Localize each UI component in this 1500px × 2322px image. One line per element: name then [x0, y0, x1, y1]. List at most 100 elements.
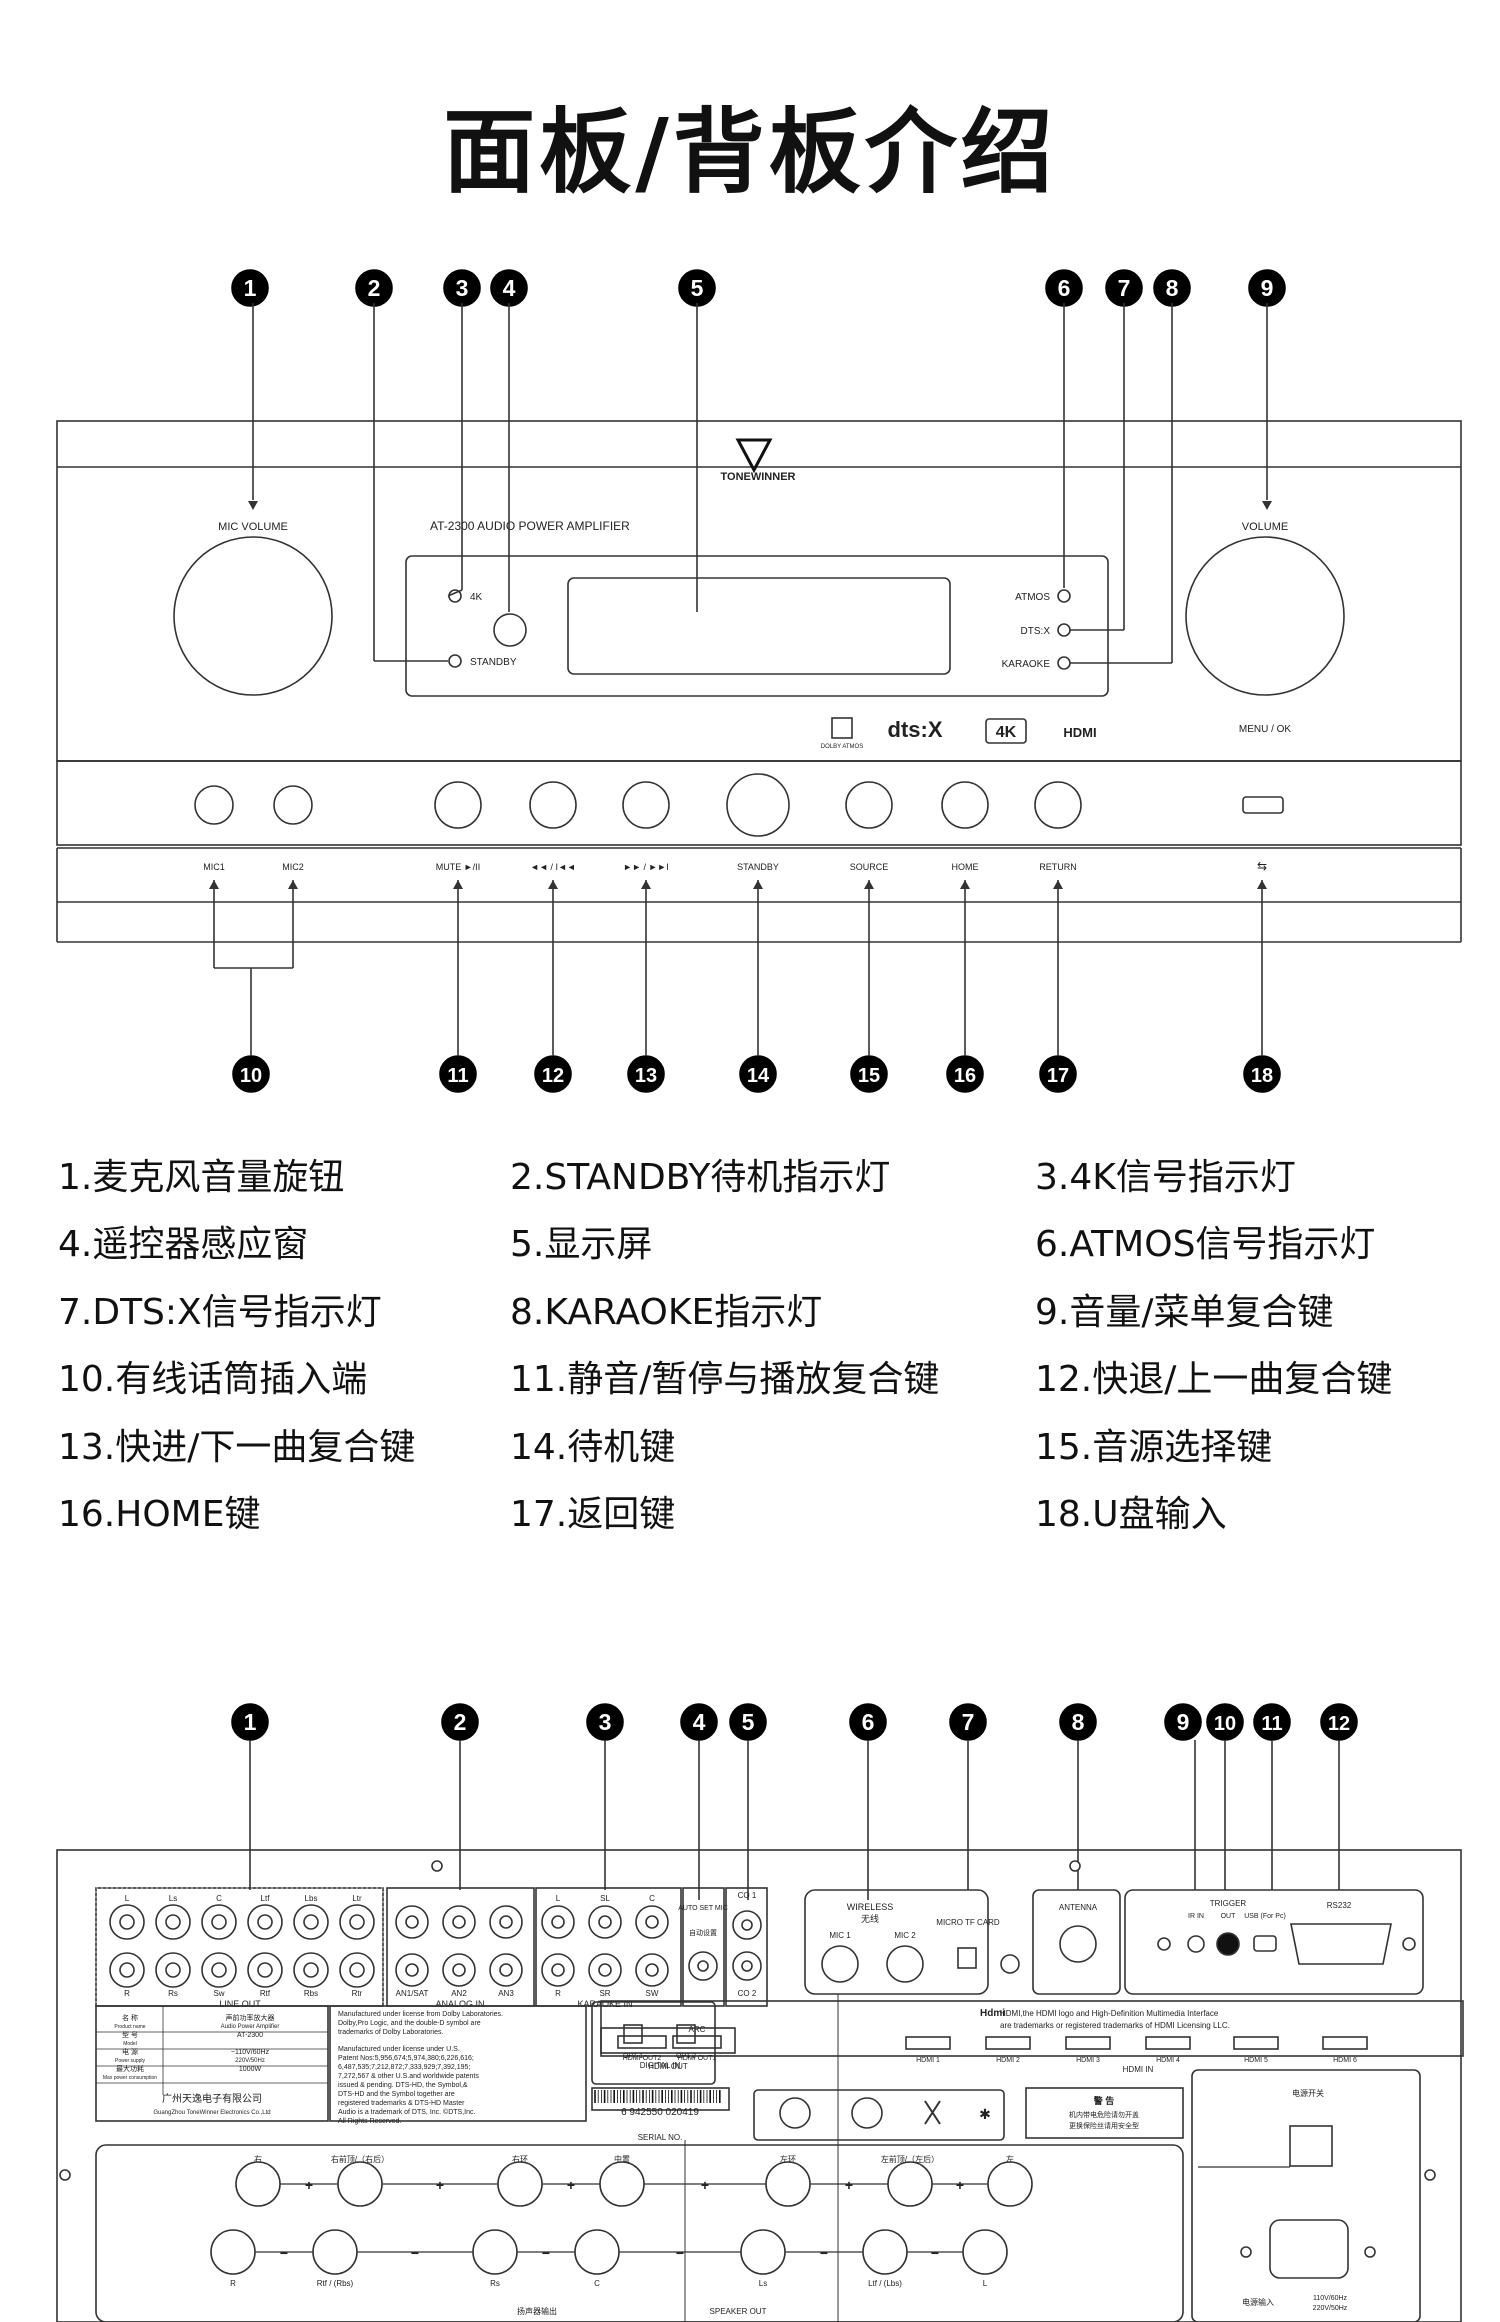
line-out-top-label-0: L: [125, 1894, 130, 1903]
front-button-label-3: ◄◄ / I◄◄: [530, 862, 576, 872]
trigger-label: TRIGGER: [1210, 1899, 1247, 1908]
karaoke-top-core-0: [551, 1915, 565, 1929]
speaker-top-label-2: 右环: [512, 2154, 528, 2164]
front-callout-12-number: 12: [542, 1065, 564, 1087]
line-out-hatch: [95, 1887, 384, 2007]
speaker-plus-3: +: [701, 2177, 709, 2193]
legend-item: 6.ATMOS信号指示灯: [1035, 1224, 1376, 1266]
indicator-karaoke-label: KARAOKE: [1002, 659, 1051, 670]
serial-no-label: SERIAL NO.: [638, 2133, 683, 2142]
tonewinner-logo-icon: [735, 438, 773, 474]
spec-key-en-0: Product name: [114, 2024, 145, 2030]
power-spec-1: 110V/60Hz: [1313, 2295, 1348, 2302]
arrow-17: [1053, 880, 1063, 889]
hdmi-note-2: are trademarks or registered trademarks …: [1000, 2021, 1230, 2030]
barcode-number: 6 942550 020419: [621, 2107, 699, 2118]
hdmi-in-group-label: HDMI IN: [1123, 2065, 1154, 2074]
karaoke-block: [535, 1887, 682, 2007]
indicator-4k-label: 4K: [470, 592, 483, 603]
line-out-bottom-label-3: Rtf: [260, 1989, 271, 1998]
warning-box: [1025, 2087, 1184, 2139]
arrow-11: [453, 880, 463, 889]
power-block: [1191, 2069, 1421, 2322]
hdmi-in-label-0: HDMI 1: [916, 2057, 940, 2064]
front-callout-17-number: 17: [1047, 1065, 1069, 1087]
legend-item: 4.遥控器感应窗: [58, 1224, 309, 1266]
dts-note-8: All Rights Reserved.: [338, 2118, 401, 2125]
model-text: AT-2300 AUDIO POWER AMPLIFIER: [430, 519, 630, 533]
dts-note-7: Audio is a trademark of DTS, Inc. ©DTS,I…: [338, 2108, 475, 2116]
analog-bottom-core-0: [405, 1963, 419, 1977]
auto-mic-core: [697, 1960, 709, 1972]
dts-note-6: registered trademarks & DTS-HD Master: [338, 2100, 465, 2107]
co1-core: [741, 1919, 753, 1931]
antenna-label: ANTENNA: [1059, 1903, 1098, 1912]
4k-logo-text: 4K: [996, 724, 1017, 741]
hdmi-out-group-label: HDMI OUT: [648, 2062, 688, 2071]
wireless-mic1-jack: [821, 1945, 859, 1983]
line-out-bottom-jack-core-1: [165, 1962, 181, 1978]
wireless-label: WIRELESS: [847, 1902, 894, 1912]
hdmi-in-port-2: [1065, 2036, 1111, 2050]
opt2-port: [676, 2024, 696, 2044]
hdmi-logo-text: HDMI: [1063, 725, 1096, 740]
line-out-top-jack-core-5: [349, 1914, 365, 1930]
arrow-16: [960, 880, 970, 889]
rear-callout-1-number: 1: [244, 1709, 257, 1735]
legend-item: 18.U盘输入: [1035, 1494, 1227, 1536]
ir-in-jack: [1187, 1935, 1205, 1953]
rear-callout-4-number: 4: [693, 1709, 706, 1735]
speaker-plus-0: +: [305, 2177, 313, 2193]
speaker-bottom-label-0: R: [230, 2279, 236, 2288]
auto-set-mic-label: AUTO SET MIC: [678, 1905, 728, 1912]
wireless-mic2-jack: [886, 1945, 924, 1983]
analog-top-core-1: [452, 1915, 466, 1929]
dts-note-2: 6,487,535;7,212,872;7,333,929;7,392,195;: [338, 2064, 470, 2071]
front-button-7: [941, 781, 989, 829]
volume-knob: [1185, 536, 1345, 696]
legend-item: 7.DTS:X信号指示灯: [58, 1291, 382, 1333]
power-input-label: 电源输入: [1242, 2297, 1274, 2307]
wireless-cn-label: 无线: [861, 1913, 879, 1924]
dolby-logo-text: DOLBY ATMOS: [821, 744, 863, 750]
arrow-18: [1257, 880, 1267, 889]
spec-label: [95, 2005, 329, 2122]
side-screw-left: [59, 2169, 71, 2181]
arrow-1: [248, 501, 258, 510]
warning-title: 警 告: [1094, 2095, 1115, 2106]
speaker-minus-5: −: [931, 2245, 939, 2261]
indicator-atmos-label: ATMOS: [1015, 592, 1050, 603]
power-switch: [1289, 2125, 1333, 2167]
speaker-minus-2: −: [542, 2245, 550, 2261]
co1-label: CO 1: [738, 1891, 757, 1900]
karaoke-bottom-core-0: [551, 1963, 565, 1977]
line-out-top-jack-core-4: [303, 1914, 319, 1930]
leader-3b: [447, 589, 463, 597]
front-button-2: [434, 781, 482, 829]
front-button-label-6: SOURCE: [850, 862, 889, 872]
analog-in-group-label: ANALOG IN: [435, 1999, 484, 2009]
legend-item: 12.快退/上一曲复合键: [1035, 1359, 1393, 1401]
display-screen: [567, 577, 951, 675]
wireless-mic2-label: MIC 2: [894, 1931, 916, 1940]
speaker-bottom-post-0: [210, 2229, 256, 2275]
rear-callout-7-number: 7: [962, 1709, 975, 1735]
speaker-plus-4: +: [845, 2177, 853, 2193]
speaker-plus-1: +: [436, 2177, 444, 2193]
indicator-dtsx-led: [1057, 623, 1071, 637]
spec-key-cn-3: 最大功耗: [116, 2064, 144, 2073]
power-inlet: [1269, 2219, 1349, 2279]
power-switch-label: 电源开关: [1292, 2088, 1324, 2098]
rear-callout-3-number: 3: [599, 1709, 612, 1735]
indicator-karaoke-led: [1057, 656, 1071, 670]
analog-bottom-core-2: [499, 1963, 513, 1977]
dolby-note-0: Manufactured under license from Dolby La…: [338, 2011, 503, 2018]
front-callout-3-number: 3: [456, 275, 469, 301]
speaker-minus-1: −: [411, 2245, 419, 2261]
arc-label: ARC: [689, 2025, 706, 2034]
front-button-label-1: MIC2: [282, 862, 304, 872]
hdmi-in-label-3: HDMI 4: [1156, 2057, 1180, 2064]
rear-callout-10-number: 10: [1214, 1713, 1236, 1735]
